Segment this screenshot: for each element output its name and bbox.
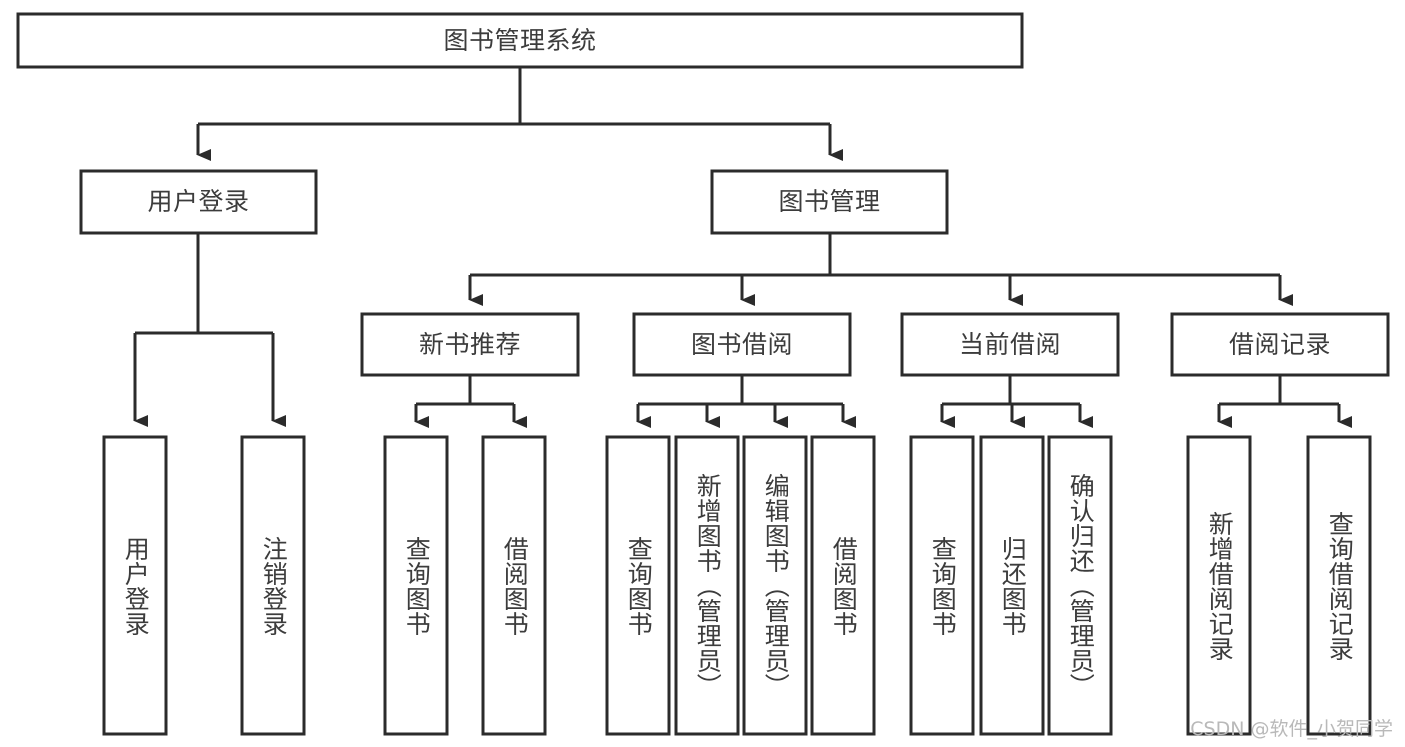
node-label-bookmgmt: 图书管理 [778, 187, 881, 217]
node-label-leaf12: 新增借阅记录 [1205, 510, 1235, 661]
node-box-leaf1[interactable] [102, 435, 168, 736]
node-label-record: 借阅记录 [1228, 329, 1331, 359]
node-label-login: 用户登录 [147, 187, 250, 217]
node-label-leaf8: 借阅图书 [829, 535, 859, 636]
node-box-current[interactable] [900, 312, 1120, 377]
node-label-newbook: 新书推荐 [418, 329, 521, 359]
node-box-leaf7[interactable] [742, 435, 808, 736]
node-label-leaf1: 用户登录 [121, 535, 151, 636]
node-label-borrow: 图书借阅 [690, 329, 793, 359]
node-box-leaf3[interactable] [383, 435, 449, 736]
node-label-leaf5: 查询图书 [624, 535, 654, 636]
node-box-leaf12[interactable] [1186, 435, 1252, 736]
node-label-current: 当前借阅 [958, 329, 1061, 359]
node-box-leaf2[interactable] [240, 435, 306, 736]
node-box-leaf13[interactable] [1306, 435, 1372, 736]
node-label-leaf3: 查询图书 [402, 535, 432, 636]
node-label-leaf7: 编辑图书（管理员） [761, 473, 791, 698]
node-box-leaf11[interactable] [1047, 435, 1113, 736]
node-box-leaf6[interactable] [674, 435, 740, 736]
node-box-leaf10[interactable] [979, 435, 1045, 736]
node-box-leaf8[interactable] [810, 435, 876, 736]
node-box-leaf9[interactable] [909, 435, 975, 736]
node-label-leaf13: 查询借阅记录 [1325, 510, 1355, 661]
node-label-leaf4: 借阅图书 [500, 535, 530, 636]
node-label-leaf2: 注销登录 [259, 535, 289, 636]
node-label-leaf9: 查询图书 [928, 535, 958, 636]
node-label-leaf11: 确认归还（管理员） [1066, 473, 1096, 698]
node-box-root[interactable] [16, 12, 1024, 69]
node-box-newbook[interactable] [360, 312, 580, 377]
node-box-leaf4[interactable] [481, 435, 547, 736]
node-box-leaf5[interactable] [605, 435, 671, 736]
node-label-root: 图书管理系统 [443, 25, 597, 55]
node-label-leaf6: 新增图书（管理员） [693, 473, 723, 698]
node-box-login[interactable] [79, 169, 318, 235]
node-label-leaf10: 归还图书 [998, 535, 1028, 636]
